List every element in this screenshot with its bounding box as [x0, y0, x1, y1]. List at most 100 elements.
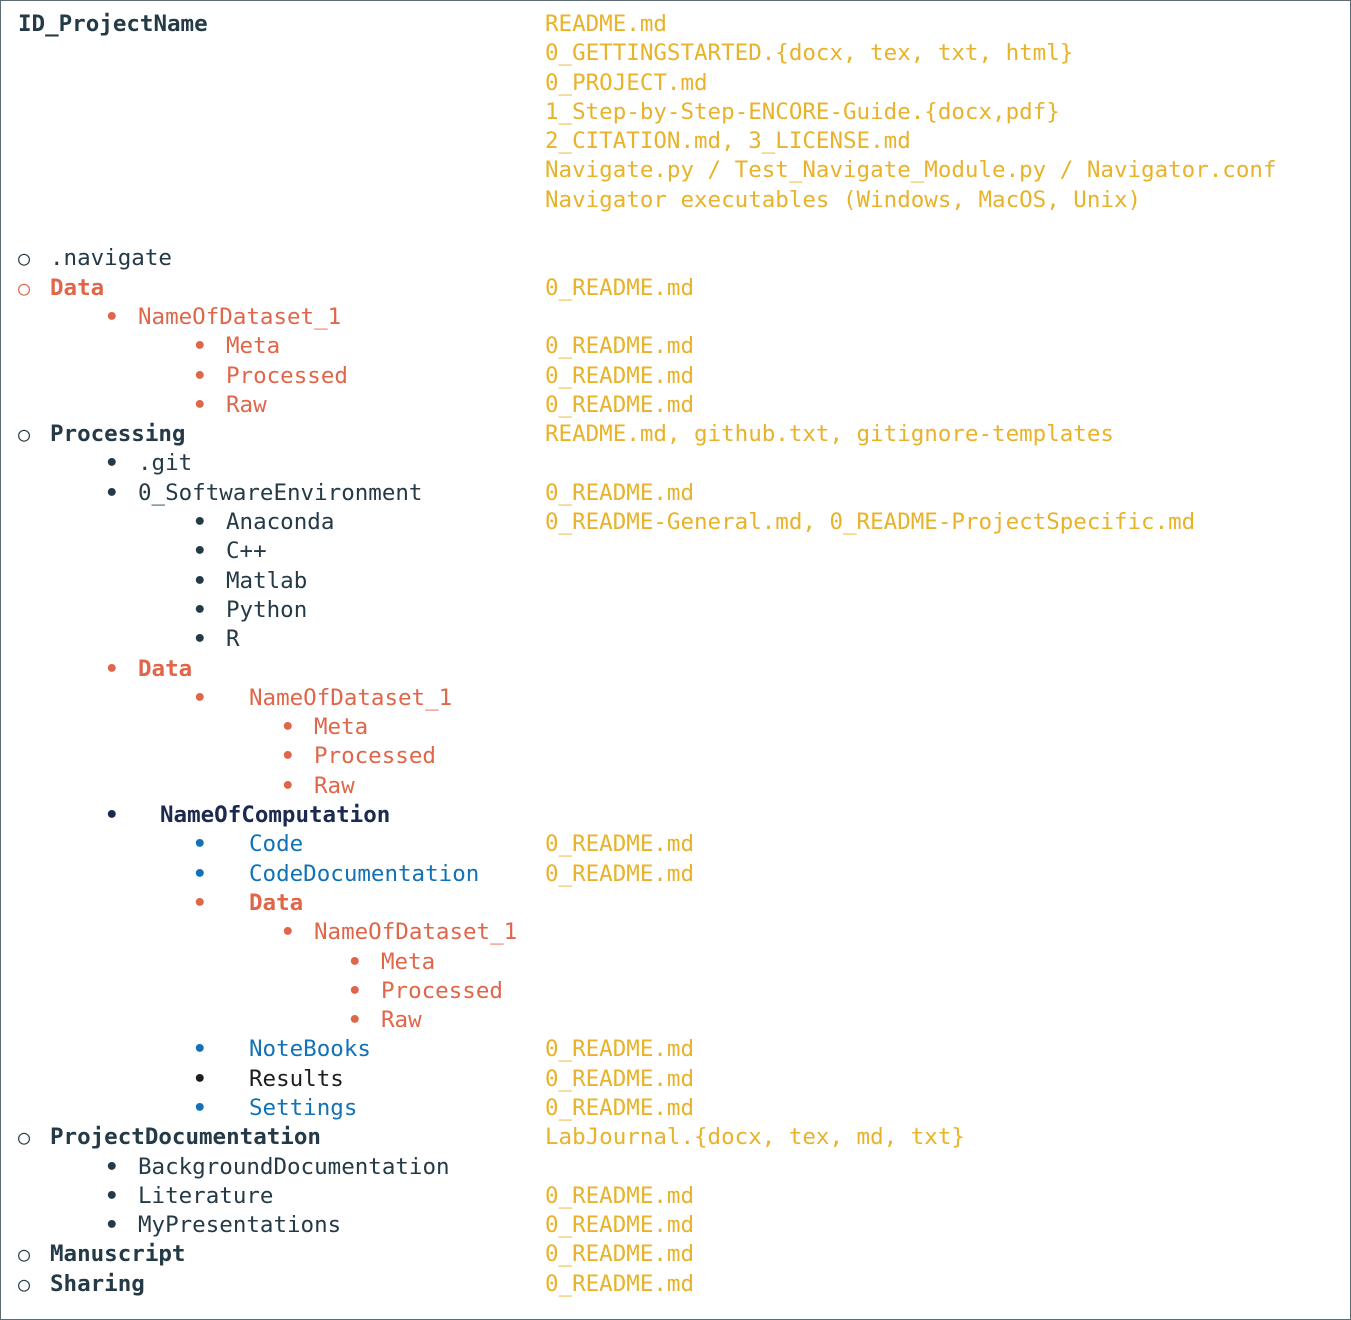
- bullet-icon: •: [105, 1212, 119, 1239]
- bullet-icon: •: [105, 1182, 119, 1209]
- root-folder-name: ID_ProjectName: [18, 11, 208, 37]
- root-file: 0_GETTINGSTARTED.{docx, tex, txt, html}: [545, 40, 1074, 67]
- folder-name: Raw: [226, 391, 267, 418]
- folder-name: ProjectDocumentation: [50, 1124, 321, 1151]
- folder-name: NameOfDataset_1: [138, 303, 342, 330]
- folder-name: Meta: [381, 948, 436, 975]
- root-file: 2_CITATION.md, 3_LICENSE.md: [545, 128, 911, 155]
- hollow-bullet-icon: ○: [18, 246, 31, 271]
- folder-file: 0_README.md: [545, 1065, 695, 1092]
- bullet-icon: •: [348, 977, 362, 1004]
- root-file: README.md: [545, 11, 667, 37]
- folder-file: 0_README-General.md, 0_README-ProjectSpe…: [545, 509, 1196, 536]
- root-file-row: 2_CITATION.md, 3_LICENSE.md: [1, 127, 1350, 156]
- bullet-icon: •: [281, 919, 295, 946]
- folder-name: Matlab: [226, 567, 308, 594]
- tree-row: • NameOfDataset_1: [1, 303, 1350, 332]
- bullet-icon: •: [193, 596, 207, 623]
- bullet-icon: •: [193, 684, 207, 711]
- tree-row: • C++: [1, 537, 1350, 566]
- folder-name: NoteBooks: [249, 1036, 371, 1063]
- folder-name: NameOfComputation: [160, 802, 391, 829]
- folder-file: 0_README.md: [545, 362, 695, 389]
- tree-row: • Literature 0_README.md: [1, 1182, 1350, 1211]
- bullet-icon: •: [105, 303, 119, 330]
- bullet-icon: •: [105, 450, 119, 477]
- folder-file: 0_README.md: [545, 274, 695, 301]
- folder-file: 0_README.md: [545, 333, 695, 360]
- folder-name: Manuscript: [50, 1241, 186, 1268]
- bullet-icon: •: [281, 714, 295, 741]
- folder-name: NameOfDataset_1: [314, 919, 518, 946]
- folder-file: README.md, github.txt, gitignore-templat…: [545, 421, 1114, 448]
- tree-row: • Raw 0_README.md: [1, 391, 1350, 420]
- folder-name: BackgroundDocumentation: [138, 1153, 450, 1180]
- folder-name: Sharing: [50, 1270, 145, 1297]
- folder-name: Data: [50, 274, 105, 301]
- folder-tree: ID_ProjectName README.md 0_GETTINGSTARTE…: [1, 10, 1350, 1299]
- folder-file: LabJournal.{docx, tex, md, txt}: [545, 1124, 965, 1151]
- folder-name: Data: [138, 655, 193, 682]
- bullet-icon: •: [193, 831, 207, 858]
- hollow-bullet-icon: ○: [18, 1125, 31, 1150]
- bullet-icon: •: [348, 1007, 362, 1034]
- folder-name: Python: [226, 596, 308, 623]
- folder-file: 0_README.md: [545, 391, 695, 418]
- root-file-row: 0_GETTINGSTARTED.{docx, tex, txt, html}: [1, 39, 1350, 68]
- folder-file: 0_README.md: [545, 831, 695, 858]
- bullet-icon: •: [193, 860, 207, 887]
- folder-name: Processed: [314, 743, 436, 770]
- hollow-bullet-icon: ○: [18, 275, 31, 300]
- bullet-icon: •: [193, 391, 207, 418]
- root-file: 1_Step-by-Step-ENCORE-Guide.{docx,pdf}: [545, 98, 1060, 125]
- root-file-row: Navigate.py / Test_Navigate_Module.py / …: [1, 156, 1350, 185]
- bullet-icon: •: [105, 655, 119, 682]
- folder-name: C++: [226, 538, 267, 565]
- tree-row: •R: [1, 625, 1350, 654]
- folder-name: .git: [138, 450, 193, 477]
- tree-row: • MyPresentations 0_README.md: [1, 1211, 1350, 1240]
- folder-file: 0_README.md: [545, 1036, 695, 1063]
- bullet-icon: •: [105, 1153, 119, 1180]
- root-file-row: 1_Step-by-Step-ENCORE-Guide.{docx,pdf}: [1, 98, 1350, 127]
- tree-row: • Data: [1, 655, 1350, 684]
- folder-file: 0_README.md: [545, 1094, 695, 1121]
- folder-file: 0_README.md: [545, 1182, 695, 1209]
- folder-name: Settings: [249, 1094, 358, 1121]
- folder-name: .navigate: [50, 245, 172, 272]
- folder-name: Meta: [314, 714, 369, 741]
- folder-name: Results: [249, 1065, 344, 1092]
- root-file-row: Navigator executables (Windows, MacOS, U…: [1, 186, 1350, 215]
- tree-row: ○ ProjectDocumentation LabJournal.{docx, t…: [1, 1123, 1350, 1152]
- folder-name: Data: [249, 889, 304, 916]
- root-file-row: 0_PROJECT.md: [1, 69, 1350, 98]
- spacer: [1, 215, 1350, 244]
- bullet-icon: •: [193, 567, 207, 594]
- bullet-icon: •: [193, 509, 207, 536]
- folder-name: MyPresentations: [138, 1212, 342, 1239]
- bullet-icon: •: [281, 743, 295, 770]
- bullet-icon: •: [193, 333, 207, 360]
- tree-row: • Python: [1, 596, 1350, 625]
- bullet-icon: •: [193, 1036, 207, 1063]
- bullet-icon: •: [193, 538, 207, 565]
- folder-file: 0_README.md: [545, 1212, 695, 1239]
- bullet-icon: •: [193, 889, 207, 916]
- folder-file: 0_README.md: [545, 860, 695, 887]
- folder-name: Literature: [138, 1182, 274, 1209]
- tree-row: • Matlab: [1, 567, 1350, 596]
- tree-row: •Meta: [1, 948, 1350, 977]
- tree-row: • BackgroundDocumentation: [1, 1153, 1350, 1182]
- bullet-icon: •: [105, 479, 119, 506]
- folder-name: NameOfDataset_1: [249, 684, 453, 711]
- folder-name: R: [226, 626, 240, 653]
- tree-row: • Meta: [1, 713, 1350, 742]
